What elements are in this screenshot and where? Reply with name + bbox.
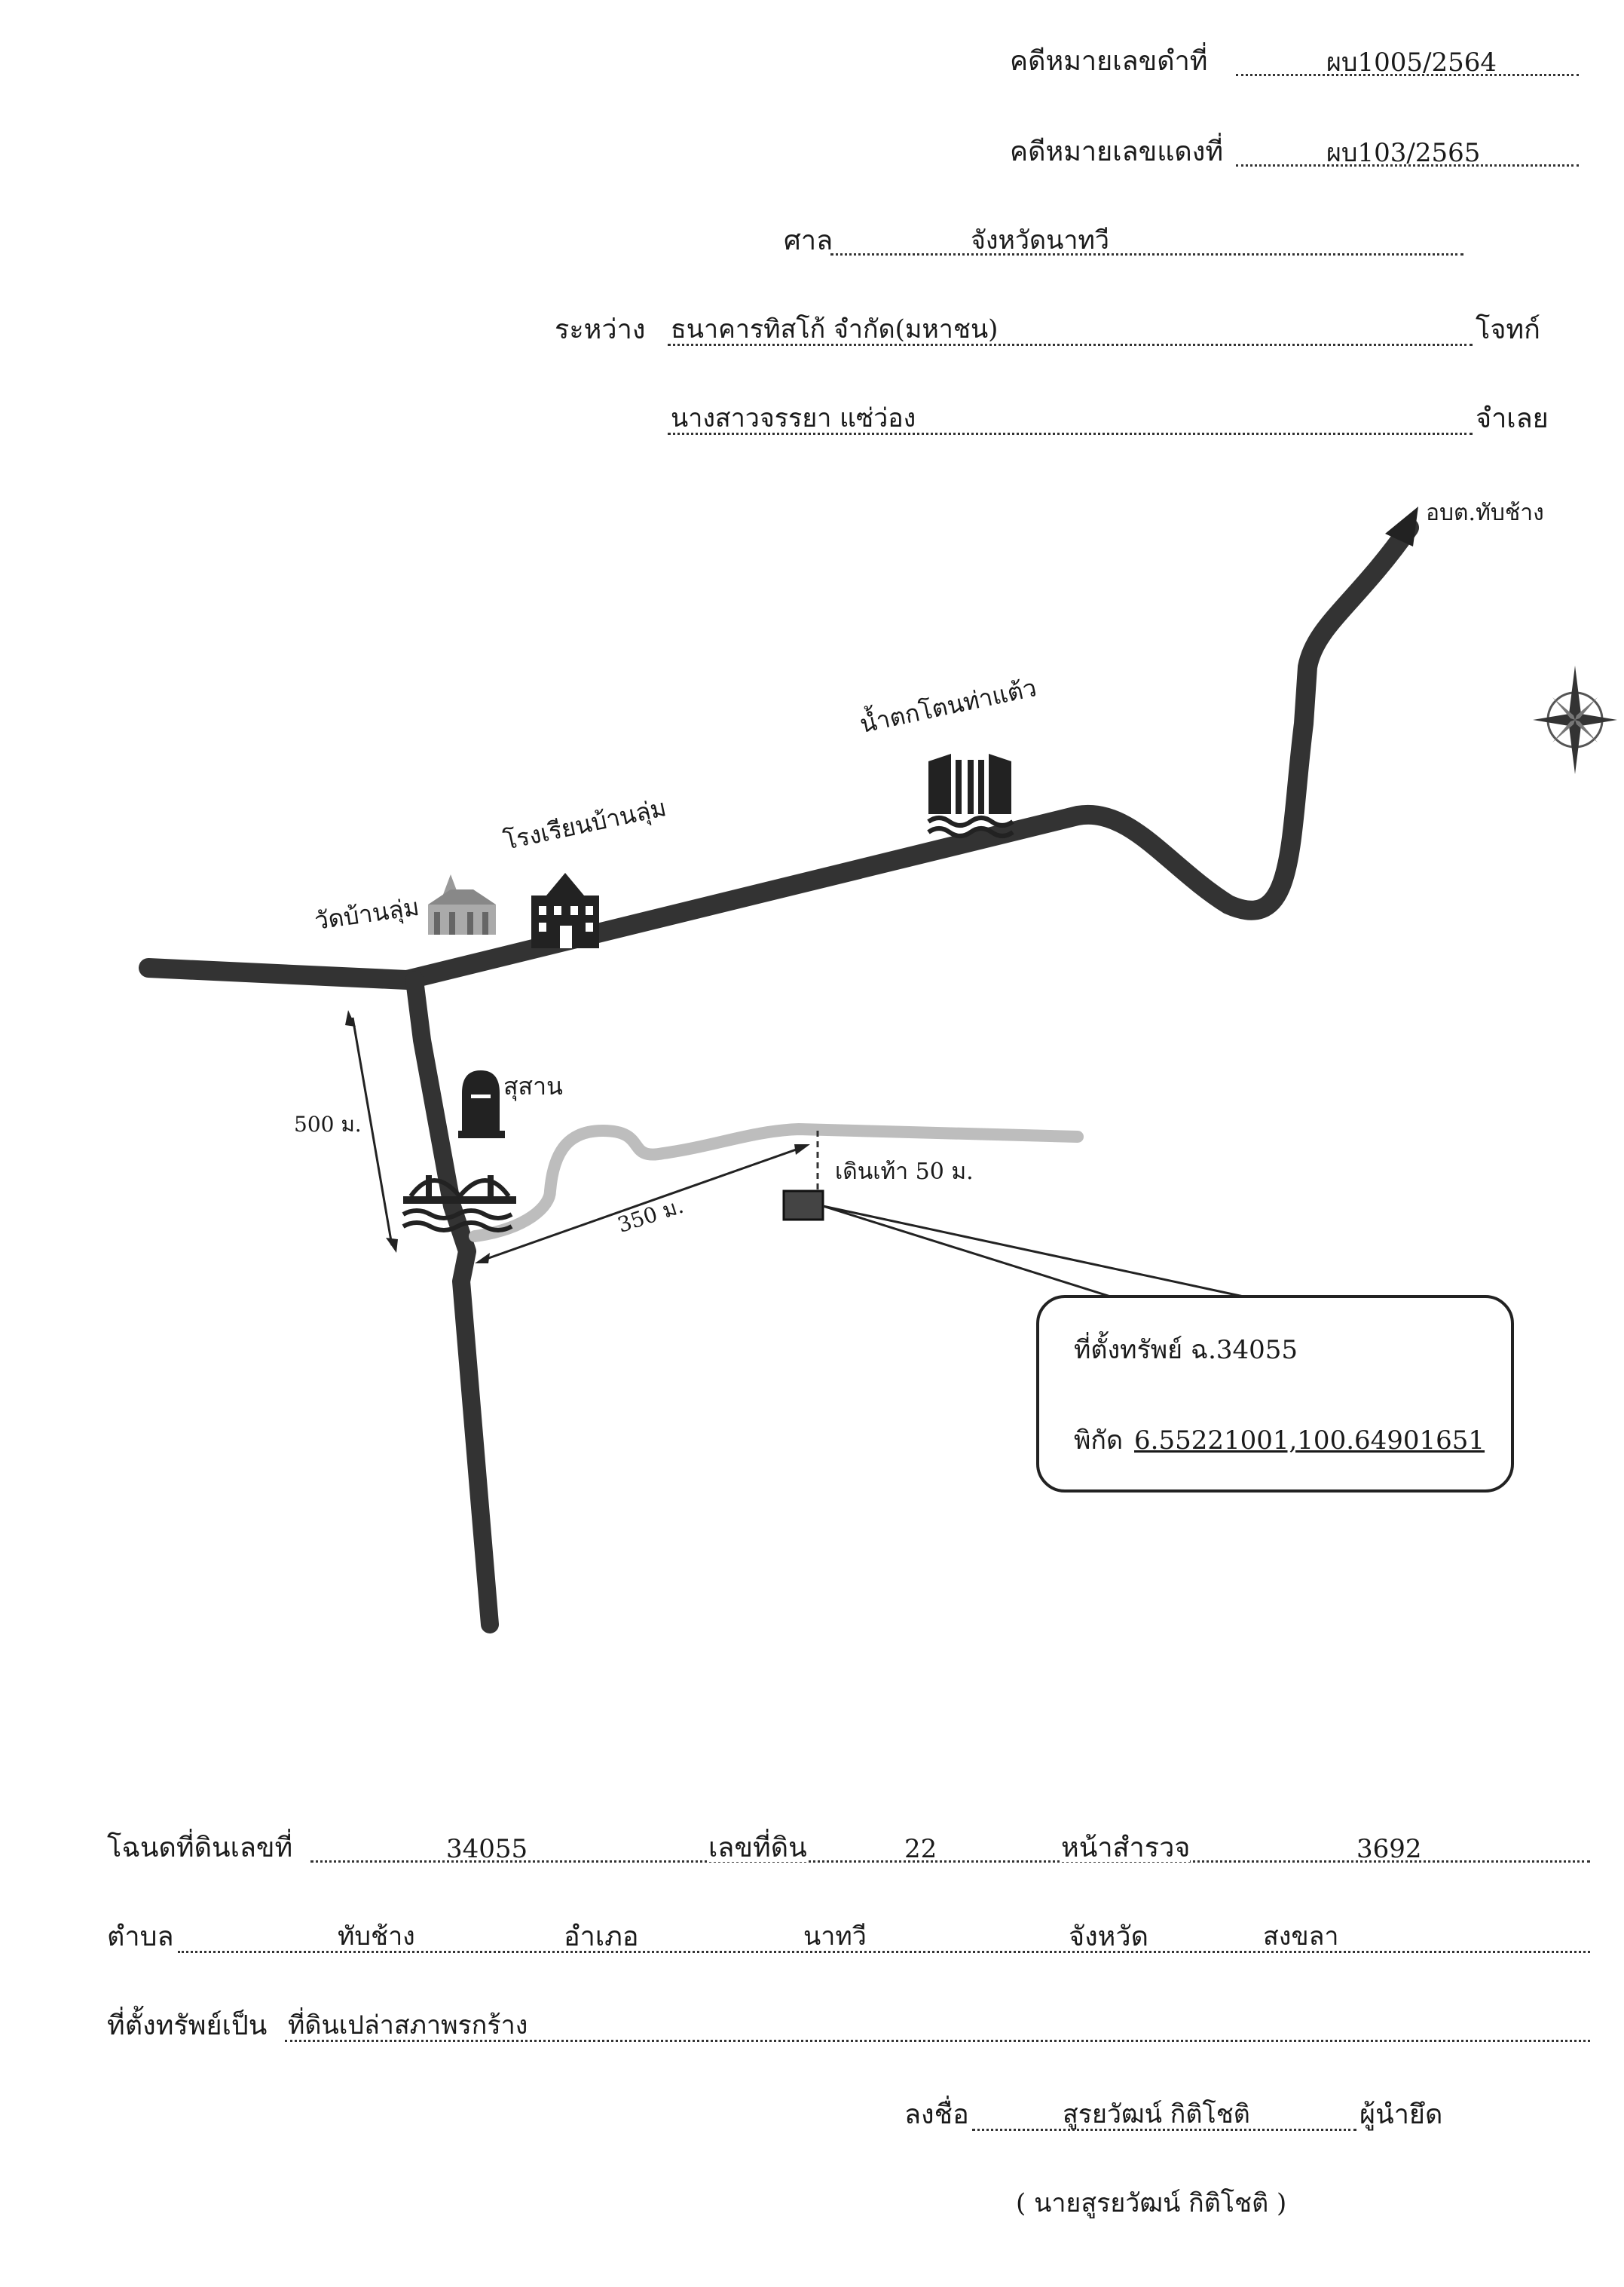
defendant-line <box>668 433 1473 435</box>
walk-label: เดินเท้า 50 ม. <box>835 1159 974 1185</box>
cemetery-label: สุสาน <box>503 1072 563 1101</box>
plaintiff-line <box>668 344 1473 346</box>
plaintiff-role: โจทก์ <box>1476 314 1540 345</box>
survey-label: หน้าสำรวจ <box>1061 1832 1191 1863</box>
sign-role: ผู้นำยึด <box>1359 2099 1443 2130</box>
black-case-label: คดีหมายเลขดำที่ <box>1010 46 1208 77</box>
court-value: จังหวัดนาทวี <box>971 225 1109 256</box>
callout-title: ที่ตั้งทรัพย์ ฉ.34055 <box>1074 1335 1298 1365</box>
red-case-line <box>1236 164 1579 167</box>
temple-icon <box>428 874 496 935</box>
deed-label: โฉนดที่ดินเลขที่ <box>107 1832 293 1863</box>
callout-coord-label: พิกัด <box>1074 1425 1124 1456</box>
deed-value: 34055 <box>446 1834 528 1864</box>
land-no-value: 22 <box>904 1834 937 1864</box>
sign-value: สูรยวัฒน์ กิติโชติ <box>1063 2099 1250 2129</box>
red-case-label: คดีหมายเลขแดงที่ <box>1010 136 1224 167</box>
district-label: อำเภอ <box>564 1921 639 1952</box>
plaintiff-value: ธนาคารทิสโก้ จำกัด(มหาชน) <box>671 314 999 344</box>
property-marker <box>782 1189 824 1221</box>
black-case-value: ผบ1005/2564 <box>1326 47 1497 78</box>
distance-350-line <box>482 1146 803 1262</box>
red-case-value: ผบ103/2565 <box>1326 138 1481 168</box>
province-label: จังหวัด <box>1069 1921 1148 1952</box>
property-label: ที่ตั้งทรัพย์เป็น <box>107 2010 268 2041</box>
subdistrict-label: ตำบล <box>107 1921 174 1952</box>
court-label: ศาล <box>784 225 833 256</box>
defendant-role: จำเลย <box>1476 403 1549 434</box>
survey-value: 3692 <box>1356 1834 1422 1864</box>
main-road <box>139 518 1419 990</box>
destination-label: อบต.ทับช้าง <box>1426 500 1544 526</box>
cemetery-icon <box>458 1070 505 1138</box>
subdistrict-value: ทับช้าง <box>338 1921 415 1952</box>
callout-pointer <box>822 1205 1244 1300</box>
district-value: นาทวี <box>803 1921 867 1952</box>
address-line <box>178 1951 1590 1953</box>
printed-name: ( นายสูรยวัฒน์ กิติโชติ ) <box>1016 2188 1287 2218</box>
province-value: สงขลา <box>1263 1921 1339 1952</box>
court-line <box>830 253 1463 256</box>
sign-label: ลงชื่อ <box>904 2099 969 2130</box>
property-value: ที่ดินเปล่าสภาพรกร้าง <box>288 2010 528 2041</box>
deed-line <box>310 1860 1590 1863</box>
sign-line <box>972 2129 1356 2131</box>
school-icon <box>531 873 599 948</box>
distance-500-line <box>351 1017 393 1246</box>
compass-rose-icon <box>1533 666 1617 774</box>
land-no-label: เลขที่ดิน <box>708 1832 807 1863</box>
property-callout <box>1036 1295 1514 1493</box>
black-case-line <box>1236 74 1579 76</box>
bridge-icon <box>402 1175 516 1232</box>
between-label: ระหว่าง <box>555 314 646 345</box>
defendant-value: นางสาวจรรยา แซ่ว่อง <box>671 403 916 433</box>
lane-road <box>469 1122 1084 1242</box>
arrow-icon <box>1385 507 1418 546</box>
property-line <box>285 2040 1590 2042</box>
waterfall-icon <box>927 754 1014 838</box>
side-road <box>405 971 499 1633</box>
distance-road-label: 500 ม. <box>294 1112 362 1137</box>
callout-coord-value: 6.55221001,100.64901651 <box>1134 1425 1485 1456</box>
